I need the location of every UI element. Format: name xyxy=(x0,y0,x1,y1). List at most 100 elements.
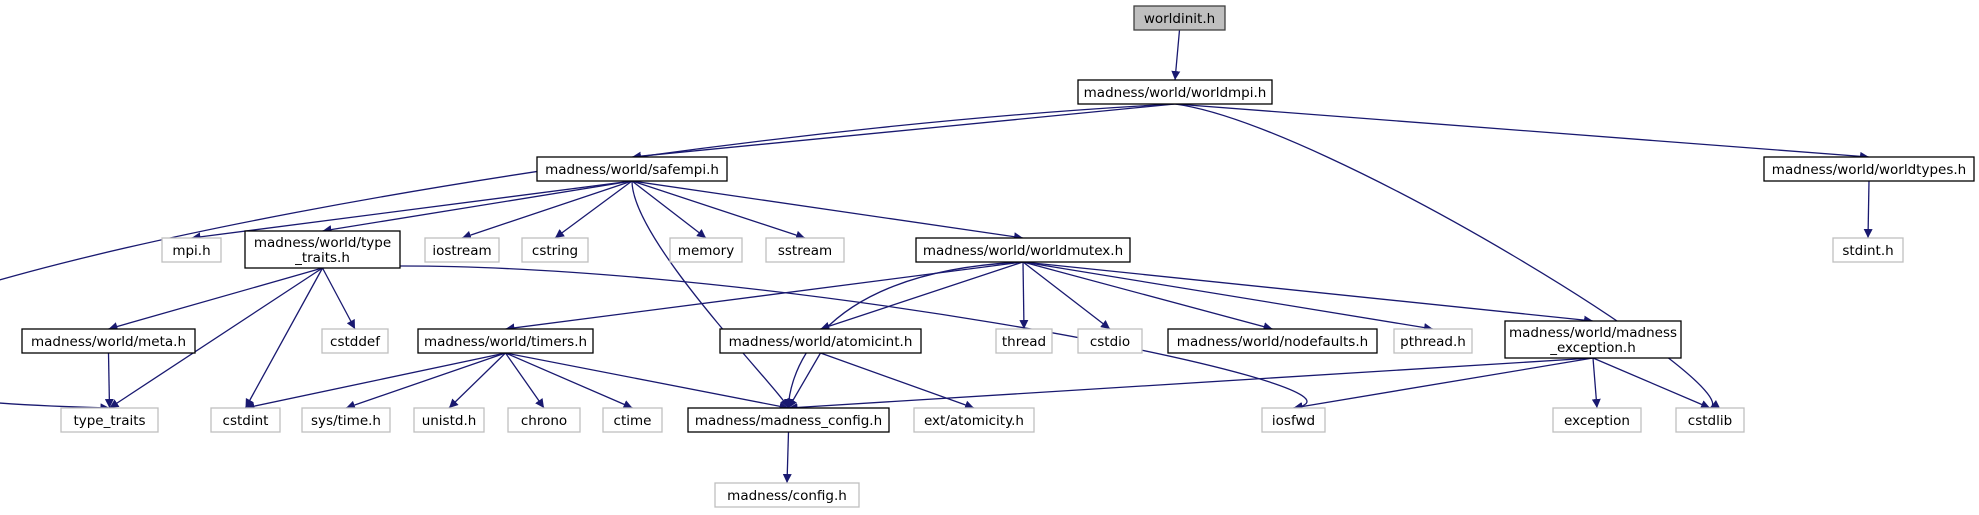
node-label-safempi: madness/world/safempi.h xyxy=(545,162,719,178)
node-box-chrono xyxy=(507,407,581,433)
node-box-meta xyxy=(21,328,196,354)
node-label-cstring: cstring xyxy=(532,243,578,259)
edge-timers-to-madconfig xyxy=(505,352,789,411)
edge-madexc-to-cstdlib xyxy=(1592,357,1711,409)
node-box-systime xyxy=(301,407,391,433)
edge-madconfig-to-configh xyxy=(782,431,792,484)
node-cstddef: cstddef xyxy=(321,328,389,354)
node-label-extatomicity: ext/atomicity.h xyxy=(924,413,1024,429)
node-worldtypes[interactable]: madness/world/worldtypes.h xyxy=(1763,156,1975,182)
node-box-pthread xyxy=(1393,328,1473,354)
node-box-iosfwd xyxy=(1261,407,1326,433)
node-label-typetraitsh: _traits.h xyxy=(294,250,350,266)
node-label-unistd: unistd.h xyxy=(422,413,477,429)
edge-madexc-to-iosfwd xyxy=(1293,357,1594,411)
edge-worldmutex-to-atomicint xyxy=(820,261,1024,331)
edge-worldmpi-to-type_traits xyxy=(0,103,1176,413)
node-label-stdinth: stdint.h xyxy=(1842,243,1893,259)
node-worldmpi[interactable]: madness/world/worldmpi.h xyxy=(1077,79,1273,105)
node-box-configh xyxy=(714,482,860,508)
node-memory: memory xyxy=(669,237,743,263)
node-label-cstdio: cstdio xyxy=(1090,334,1130,350)
node-label-sstream: sstream xyxy=(778,243,832,259)
node-label-chrono: chrono xyxy=(521,413,567,429)
node-box-iostream xyxy=(424,237,500,263)
node-iosfwd: iosfwd xyxy=(1261,407,1326,433)
node-box-stdinth xyxy=(1832,237,1904,263)
node-typetraitsh[interactable]: madness/world/type_traits.h xyxy=(244,230,401,269)
node-label-mpih: mpi.h xyxy=(172,243,210,259)
node-box-memory xyxy=(669,237,743,263)
node-box-unistd xyxy=(413,407,485,433)
edge-worldmutex-to-nodefaults xyxy=(1022,261,1273,332)
edge-timers-to-ctime xyxy=(505,352,633,409)
node-box-safempi xyxy=(536,156,728,182)
node-label-thread: thread xyxy=(1002,334,1046,350)
edge-safempi-to-worldmutex xyxy=(631,180,1024,242)
node-timers[interactable]: madness/world/timers.h xyxy=(417,328,594,354)
node-label-worldmpi: madness/world/worldmpi.h xyxy=(1084,85,1267,101)
edge-atomicint-to-extatomicity xyxy=(820,352,975,410)
edge-worldinit-to-worldmpi xyxy=(1171,29,1181,81)
node-label-iostream: iostream xyxy=(432,243,491,259)
node-box-ctime xyxy=(602,407,663,433)
node-label-systime: sys/time.h xyxy=(311,413,381,429)
node-label-pthread: pthread.h xyxy=(1400,334,1466,350)
node-chrono: chrono xyxy=(507,407,581,433)
node-safempi[interactable]: madness/world/safempi.h xyxy=(536,156,728,182)
edge-timers-to-unistd xyxy=(448,352,506,409)
node-madconfig[interactable]: madness/madness_config.h xyxy=(687,407,890,433)
node-configh: madness/config.h xyxy=(714,482,860,508)
node-exception: exception xyxy=(1552,407,1642,433)
node-box-typetraitsh xyxy=(244,230,401,269)
node-systime: sys/time.h xyxy=(301,407,391,433)
node-cstdlib: cstdlib xyxy=(1675,407,1745,433)
node-label-configh: madness/config.h xyxy=(727,488,847,504)
node-box-timers xyxy=(417,328,594,354)
node-box-cstdio xyxy=(1077,328,1143,354)
node-pthread: pthread.h xyxy=(1393,328,1473,354)
edge-typetraitsh-to-meta xyxy=(108,267,323,331)
node-nodefaults[interactable]: madness/world/nodefaults.h xyxy=(1167,328,1378,354)
node-label-timers: madness/world/timers.h xyxy=(424,334,587,350)
node-box-worldtypes xyxy=(1763,156,1975,182)
node-label-typetraitsh: madness/world/type xyxy=(254,235,391,251)
node-label-iosfwd: iosfwd xyxy=(1272,413,1315,429)
node-iostream: iostream xyxy=(424,237,500,263)
node-madexc[interactable]: madness/world/madness_exception.h xyxy=(1504,320,1682,359)
node-atomicint[interactable]: madness/world/atomicint.h xyxy=(719,328,922,354)
edge-safempi-to-cstring xyxy=(554,180,633,239)
edge-timers-to-systime xyxy=(345,352,506,410)
edge-safempi-to-iostream xyxy=(461,180,633,240)
node-label-exception: exception xyxy=(1564,413,1630,429)
node-cstdio: cstdio xyxy=(1077,328,1143,354)
node-thread: thread xyxy=(995,328,1053,354)
node-label-worldinit: worldinit.h xyxy=(1144,11,1215,27)
edge-madexc-to-exception xyxy=(1591,357,1601,409)
node-worldmutex[interactable]: madness/world/worldmutex.h xyxy=(915,237,1131,263)
node-box-sstream xyxy=(765,237,845,263)
edge-madexc-to-madconfig xyxy=(788,357,1594,412)
edge-safempi-to-madconfig xyxy=(631,180,790,409)
node-box-cstddef xyxy=(321,328,389,354)
node-label-cstddef: cstddef xyxy=(330,334,381,350)
edge-typetraitsh-to-cstddef xyxy=(321,267,356,330)
edge-meta-to-type_traits xyxy=(104,352,114,409)
node-type_traits: type_traits xyxy=(60,407,159,433)
nodes-layer: worldinit.h madness/world/worldmpi.h madne… xyxy=(21,5,1975,508)
edge-safempi-to-sstream xyxy=(631,180,806,240)
node-box-extatomicity xyxy=(913,407,1035,433)
node-meta[interactable]: madness/world/meta.h xyxy=(21,328,196,354)
node-sstream: sstream xyxy=(765,237,845,263)
edge-safempi-to-typetraitsh xyxy=(322,180,633,235)
edge-worldmutex-to-madexc xyxy=(1022,261,1594,325)
node-label-madexc: madness/world/madness xyxy=(1509,325,1677,341)
node-mpih: mpi.h xyxy=(161,237,222,263)
node-label-atomicint: madness/world/atomicint.h xyxy=(729,334,913,350)
edge-typetraitsh-to-iosfwd xyxy=(322,265,1308,411)
node-box-madexc xyxy=(1504,320,1682,359)
node-box-thread xyxy=(995,328,1053,354)
node-cstring: cstring xyxy=(521,237,589,263)
node-label-type_traits: type_traits xyxy=(73,413,145,429)
